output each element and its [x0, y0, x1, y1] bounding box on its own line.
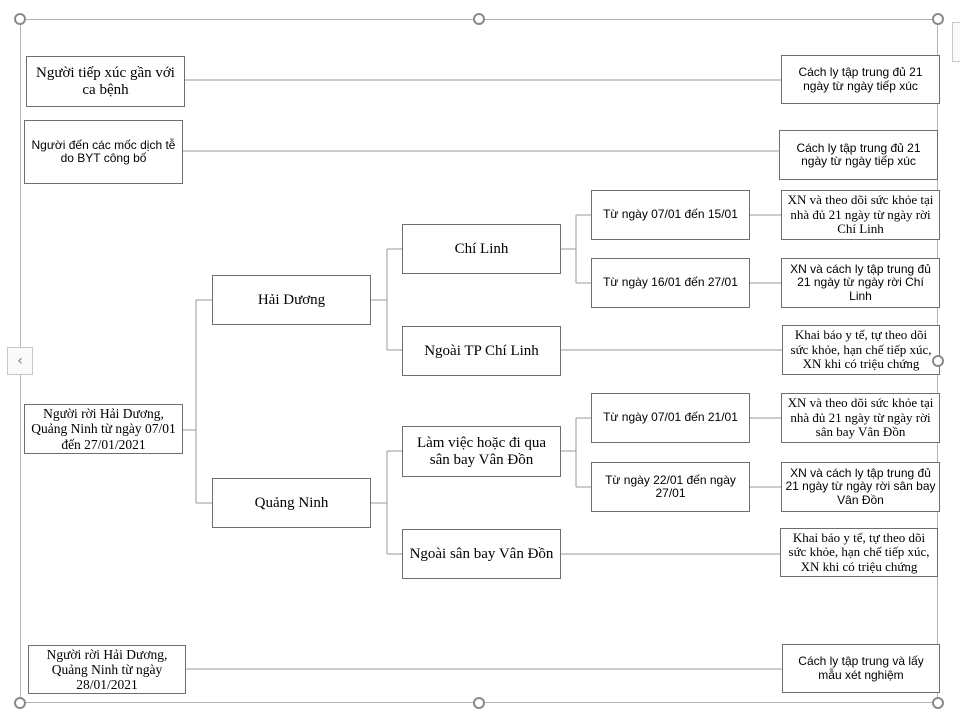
resize-handle-top-right[interactable]: [932, 13, 944, 25]
node-vd-period-2[interactable]: Từ ngày 22/01 đến ngày 27/01: [591, 462, 750, 512]
outcome-left-after[interactable]: Cách ly tập trung và lấy mẫu xét nghiệm: [782, 644, 940, 693]
node-cl-period-1[interactable]: Từ ngày 07/01 đến 15/01: [591, 190, 750, 240]
node-cl-period-2[interactable]: Từ ngày 16/01 đến 27/01: [591, 258, 750, 308]
connector-hai-duong: [370, 248, 402, 351]
connector-van-don-airport: [560, 417, 591, 488]
connector-root-branches: [182, 299, 212, 504]
node-van-don-airport[interactable]: Làm việc hoặc đi qua sân bay Vân Đồn: [402, 426, 561, 477]
outcome-outside-chi-linh[interactable]: Khai báo y tế, tự theo dõi sức khỏe, hạn…: [782, 325, 940, 375]
chevron-left-icon: ‹: [17, 353, 23, 369]
resize-handle-bottom-right[interactable]: [932, 697, 944, 709]
resize-handle-middle-right[interactable]: [932, 355, 944, 367]
connector-quang-ninh: [370, 450, 402, 555]
node-left-after[interactable]: Người rời Hải Dương, Quảng Ninh từ ngày …: [28, 645, 186, 694]
node-hai-duong[interactable]: Hải Dương: [212, 275, 371, 325]
resize-handle-bottom-left[interactable]: [14, 697, 26, 709]
node-quang-ninh[interactable]: Quảng Ninh: [212, 478, 371, 528]
node-outside-van-don[interactable]: Ngoài sân bay Vân Đồn: [402, 529, 561, 579]
node-left-before[interactable]: Người rời Hải Dương, Quảng Ninh từ ngày …: [24, 404, 183, 454]
outcome-cl-period-1[interactable]: XN và theo dõi sức khỏe tại nhà đủ 21 ng…: [781, 190, 940, 240]
connector-chi-linh: [560, 214, 591, 284]
node-vd-period-1[interactable]: Từ ngày 07/01 đến 21/01: [591, 393, 750, 443]
resize-handle-top-center[interactable]: [473, 13, 485, 25]
node-chi-linh[interactable]: Chí Linh: [402, 224, 561, 274]
outcome-epi-sites[interactable]: Cách ly tập trung đủ 21 ngày từ ngày tiế…: [779, 130, 938, 180]
outcome-vd-period-2[interactable]: XN và cách ly tập trung đủ 21 ngày từ ng…: [781, 462, 940, 512]
resize-handle-bottom-center[interactable]: [473, 697, 485, 709]
resize-handle-top-left[interactable]: [14, 13, 26, 25]
node-contact[interactable]: Người tiếp xúc gần với ca bệnh: [26, 56, 185, 107]
node-epi-sites[interactable]: Người đến các mốc dịch tễ do BYT công bố: [24, 120, 183, 184]
outcome-vd-period-1[interactable]: XN và theo dõi sức khỏe tại nhà đủ 21 ng…: [781, 393, 940, 443]
node-outside-chi-linh[interactable]: Ngoài TP Chí Linh: [402, 326, 561, 376]
outcome-cl-period-2[interactable]: XN và cách ly tập trung đủ 21 ngày từ ng…: [781, 258, 940, 308]
outcome-contact[interactable]: Cách ly tập trung đủ 21 ngày từ ngày tiế…: [781, 55, 940, 104]
side-panel-tab[interactable]: [952, 22, 960, 62]
outcome-outside-van-don[interactable]: Khai báo y tế, tự theo dõi sức khỏe, hạn…: [780, 528, 938, 577]
collapse-arrow-button[interactable]: ‹: [7, 347, 33, 375]
